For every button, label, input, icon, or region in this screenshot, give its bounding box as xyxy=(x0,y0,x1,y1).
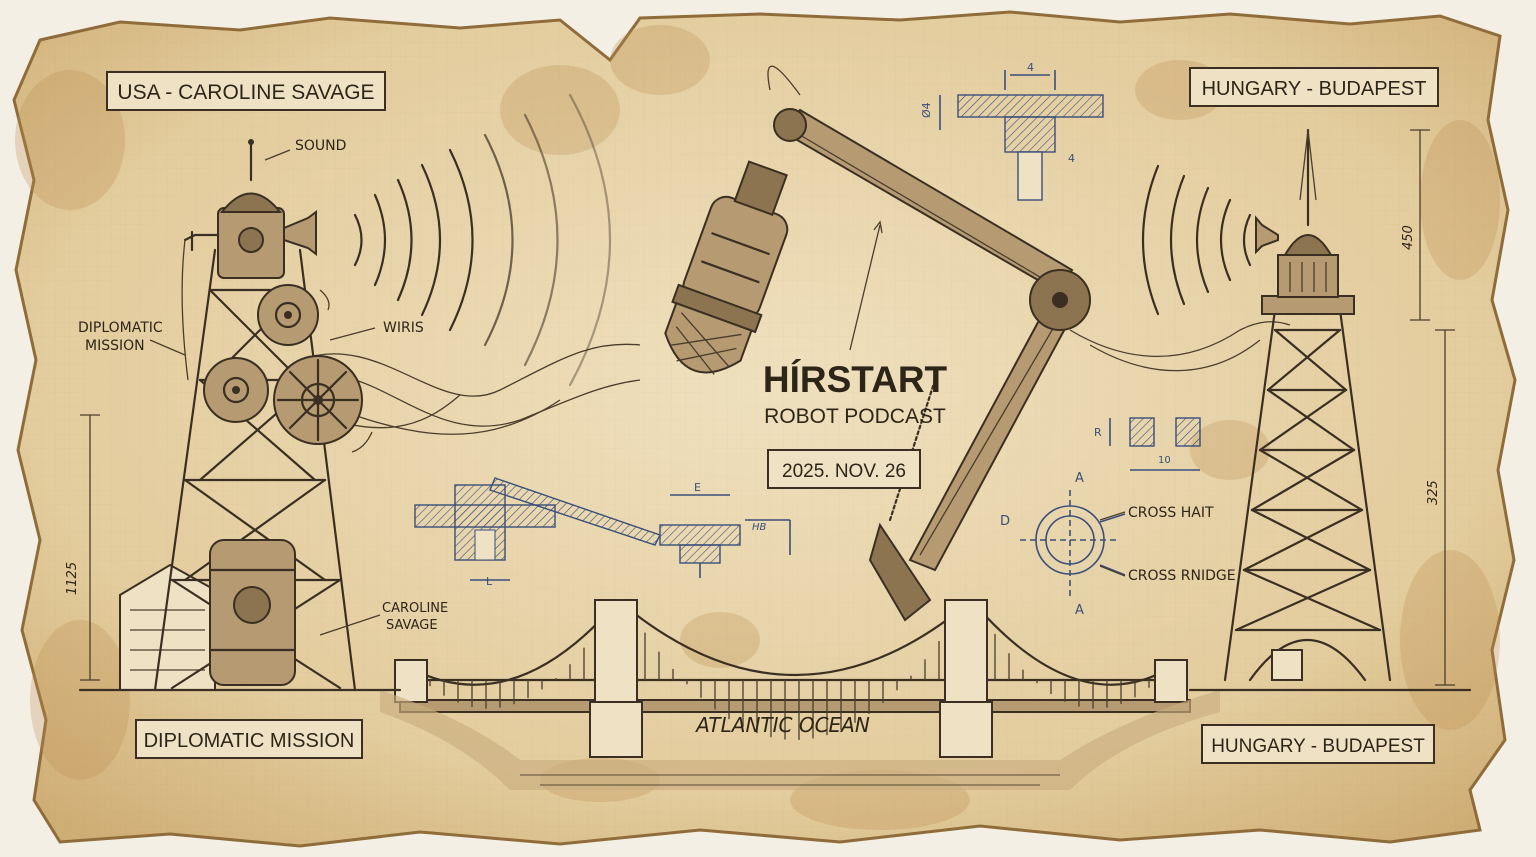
label-top-right-text: HUNGARY - BUDAPEST xyxy=(1202,78,1427,100)
dim-top-dia: Ø4 xyxy=(920,102,933,118)
label-bottom-right-text: HUNGARY - BUDAPEST xyxy=(1211,736,1425,757)
label-bottom-left: DIPLOMATIC MISSION xyxy=(135,719,363,759)
right-tower xyxy=(1223,128,1392,682)
annotation-cross-rnidge: CROSS RNIDGE xyxy=(1128,568,1236,584)
annotation-a-bottom: A xyxy=(1075,603,1084,618)
dim-right-10: 10 xyxy=(1158,455,1171,466)
annotation-a-top: A xyxy=(1075,471,1084,486)
blueprint-detail-middle xyxy=(414,477,791,581)
title-main: HÍRSTART xyxy=(763,359,948,400)
label-top-left-text: USA - CAROLINE SAVAGE xyxy=(117,81,374,104)
title-sub: ROBOT PODCAST xyxy=(764,405,946,428)
blueprint-detail-right xyxy=(1020,417,1201,600)
dim-mid-e: E xyxy=(694,481,701,494)
dimension-lines xyxy=(80,129,1455,686)
dim-right-r: R xyxy=(1094,426,1102,439)
left-tower xyxy=(119,139,373,692)
label-top-left: USA - CAROLINE SAVAGE xyxy=(106,71,386,111)
blueprint-detail-top xyxy=(939,70,1104,201)
dim-right-upper: 450 xyxy=(1401,225,1416,250)
annotation-cross-hait: CROSS HAIT xyxy=(1128,505,1214,521)
dim-top-w: 4 xyxy=(1027,61,1034,74)
dim-right-lower: 325 xyxy=(1426,480,1441,505)
annotation-diplomatic-2: MISSION xyxy=(85,338,145,354)
title-date: 2025. NOV. 26 xyxy=(782,461,906,482)
annotation-caroline-2: SAVAGE xyxy=(386,618,438,633)
label-bottom-right: HUNGARY - BUDAPEST xyxy=(1201,724,1435,764)
annotation-sound: SOUND xyxy=(295,138,346,154)
annotation-leaders xyxy=(149,149,1126,636)
annotation-wiris: WIRIS xyxy=(383,320,424,336)
dim-mid-hb: HB xyxy=(752,522,767,533)
sound-waves-right xyxy=(1141,164,1252,316)
dim-mid-l: L xyxy=(486,575,493,588)
stains xyxy=(15,25,1500,830)
microphone-arm xyxy=(664,65,1091,622)
dim-left-height: 1125 xyxy=(65,562,80,595)
parchment xyxy=(12,10,1517,848)
annotation-caroline-1: CAROLINE xyxy=(382,601,448,616)
dim-top-side: 4 xyxy=(1068,152,1075,165)
chain-bridge xyxy=(380,599,1220,790)
label-top-right: HUNGARY - BUDAPEST xyxy=(1189,67,1439,107)
ocean-label: ATLANTIC OCEAN xyxy=(694,713,870,737)
annotation-d: D xyxy=(1000,514,1010,529)
annotation-diplomatic-1: DIPLOMATIC xyxy=(78,320,163,336)
sound-waves-left xyxy=(353,93,612,387)
label-bottom-left-text: DIPLOMATIC MISSION xyxy=(144,730,355,752)
title-block: HÍRSTART ROBOT PODCAST 2025. NOV. 26 xyxy=(763,359,948,489)
